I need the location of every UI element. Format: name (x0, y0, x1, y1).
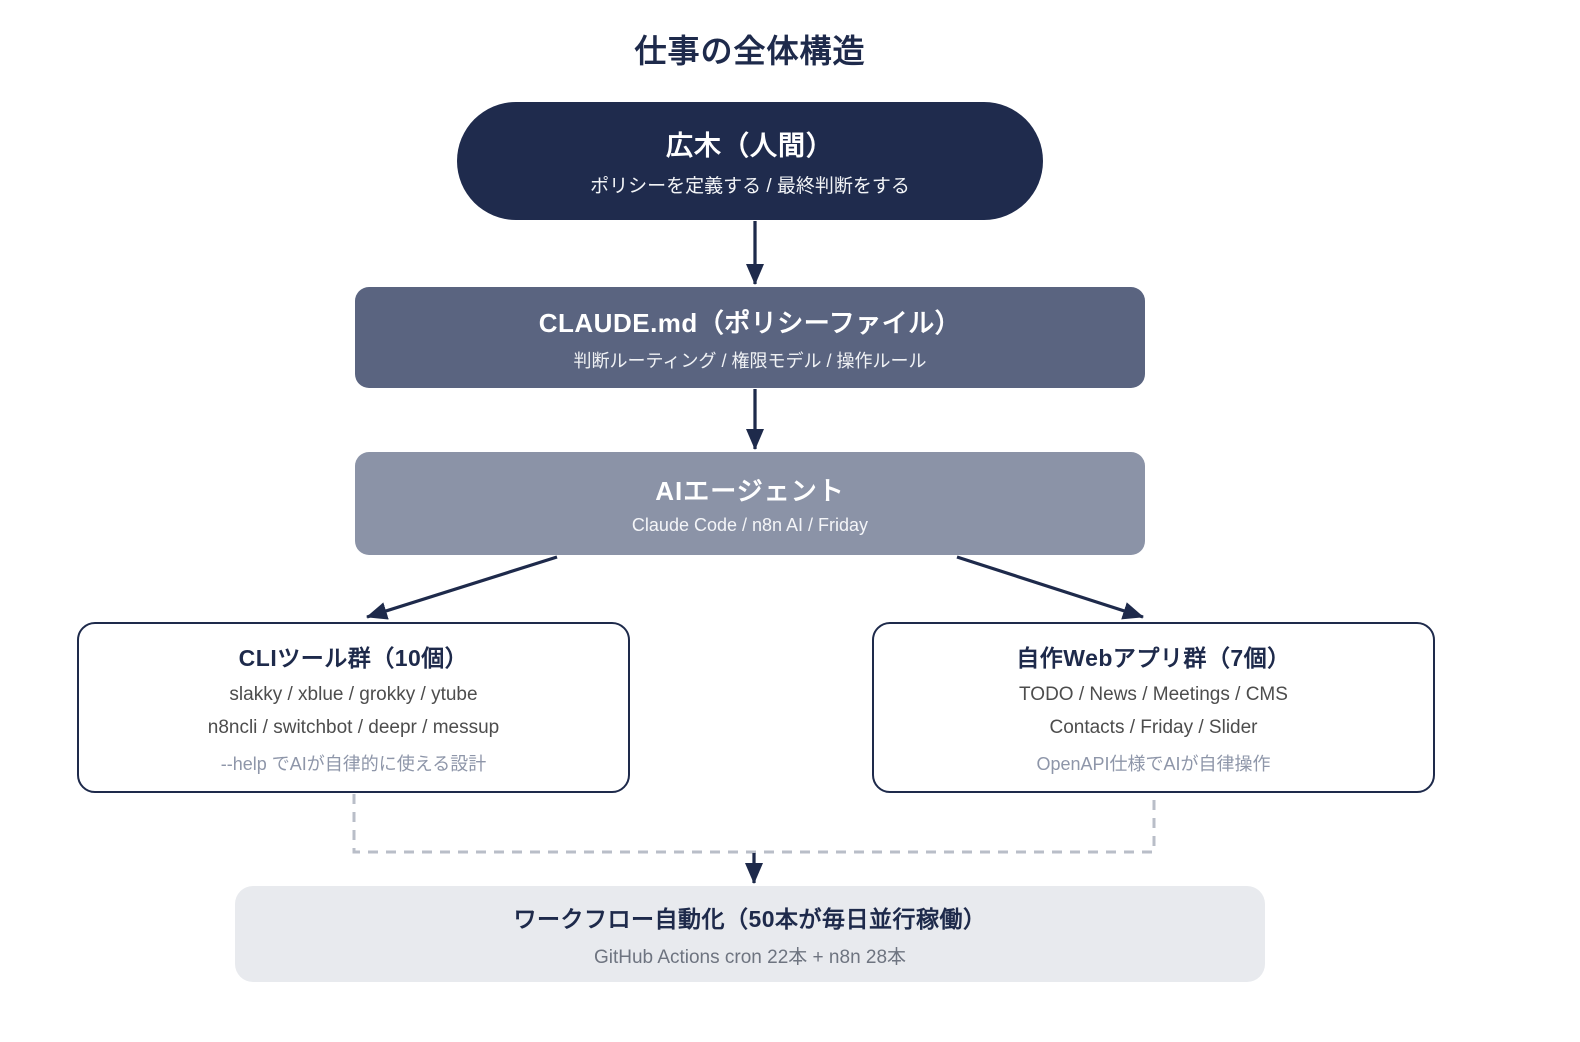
node-ai-agent-title: AIエージェント (655, 476, 845, 506)
node-ai-agent: AIエージェント Claude Code / n8n AI / Friday (355, 452, 1145, 555)
node-human: 広木（人間） ポリシーを定義する / 最終判断をする (457, 102, 1043, 220)
node-policy-file: CLAUDE.md（ポリシーファイル） 判断ルーティング / 権限モデル / 操… (355, 287, 1145, 388)
node-policy-subtitle: 判断ルーティング / 権限モデル / 操作ルール (573, 350, 927, 371)
box-workflow-automation: ワークフロー自動化（50本が毎日並行稼働） GitHub Actions cro… (235, 886, 1265, 982)
node-policy-title: CLAUDE.md（ポリシーファイル） (538, 307, 962, 338)
box-cli-tools-title: CLIツール群（10個） (238, 645, 469, 671)
box-web-apps: 自作Webアプリ群（7個） TODO / News / Meetings / C… (872, 622, 1435, 793)
arrow-agent-to-cli-icon (366, 555, 558, 620)
box-cli-tools-line-1: slakky / xblue / grokky / ytube (229, 684, 478, 705)
node-human-subtitle: ポリシーを定義する / 最終判断をする (590, 176, 910, 197)
node-ai-agent-subtitle: Claude Code / n8n AI / Friday (631, 515, 869, 535)
arrow-agent-to-web-icon (956, 555, 1144, 620)
box-cli-tools-line-2: n8ncli / switchbot / deepr / messup (207, 717, 500, 738)
box-web-apps-line-2: Contacts / Friday / Slider (1049, 717, 1258, 738)
box-web-apps-note: OpenAPI仕様でAIが自律操作 (1036, 754, 1271, 774)
dashed-merge-connector (352, 794, 1156, 854)
box-web-apps-line-1: TODO / News / Meetings / CMS (1019, 684, 1288, 705)
box-cli-tools: CLIツール群（10個） slakky / xblue / grokky / y… (77, 622, 630, 793)
box-cli-tools-note: --help でAIが自律的に使える設計 (220, 754, 487, 774)
box-workflow-title: ワークフロー自動化（50本が毎日並行稼働） (513, 905, 987, 932)
box-web-apps-title: 自作Webアプリ群（7個） (1016, 645, 1291, 671)
box-workflow-subtitle: GitHub Actions cron 22本 + n8n 28本 (593, 946, 907, 968)
node-human-title: 広木（人間） (666, 131, 834, 161)
page-title: 仕事の全体構造 (634, 33, 866, 69)
